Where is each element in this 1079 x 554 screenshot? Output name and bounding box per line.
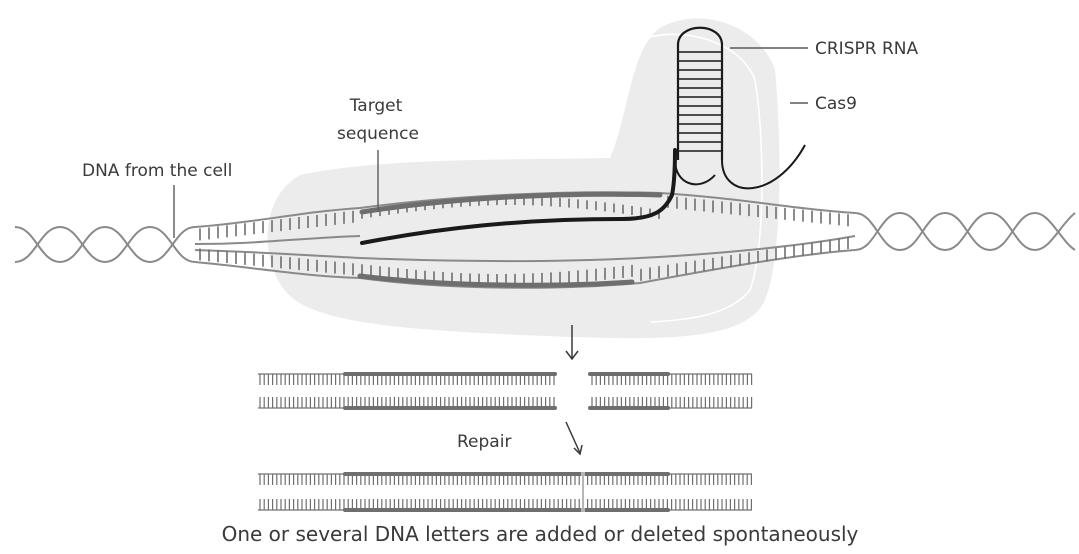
arrow-diagonal-icon [566,422,582,454]
caption: One or several DNA letters are added or … [222,522,859,546]
repaired-dna [258,470,752,514]
cut-dna [258,374,752,408]
cas9-protein [268,18,780,338]
target-sequence-label-line1: Target [349,96,403,116]
dna-from-cell-label: DNA from the cell [82,161,232,181]
dna-helix-left [15,227,195,262]
repair-label: Repair [457,432,511,452]
dna-helix-right [855,213,1075,250]
cas9-label: Cas9 [815,94,857,114]
crispr-rna-label: CRISPR RNA [815,39,918,59]
target-sequence-label-line2: sequence [337,124,419,144]
